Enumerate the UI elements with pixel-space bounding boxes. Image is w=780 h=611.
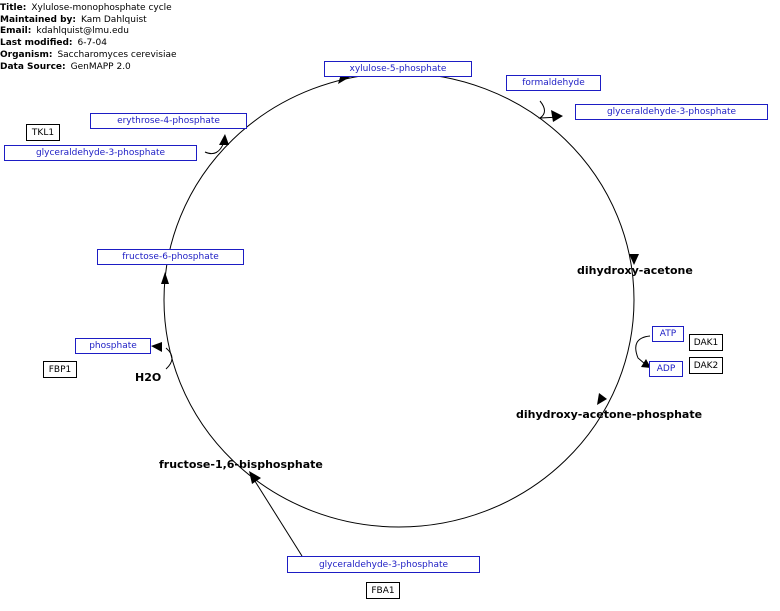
arrow-phosphate (151, 342, 162, 352)
gene-tkl1[interactable]: TKL1 (26, 124, 60, 141)
info-modified: Last modified:6-7-04 (0, 38, 107, 49)
metabolite-atp[interactable]: ATP (652, 326, 684, 342)
arrow-dhap (597, 393, 607, 405)
atp-branch (635, 335, 651, 365)
label-dihydroxy-acetone: dihydroxy-acetone (577, 264, 693, 277)
arrow-dha (629, 254, 639, 265)
metabolite-erythrose-4-phosphate[interactable]: erythrose-4-phosphate (90, 113, 247, 129)
info-source: Data Source:GenMAPP 2.0 (0, 61, 131, 72)
gene-dak2[interactable]: DAK2 (689, 357, 723, 374)
info-organism: Organism:Saccharomyces cerevisiae (0, 49, 177, 60)
info-maintainer: Maintained by:Kam Dahlquist (0, 14, 147, 25)
metabolite-phosphate[interactable]: phosphate (75, 338, 151, 354)
info-email: Email:kdahlquist@lmu.edu (0, 26, 129, 37)
metabolite-formaldehyde[interactable]: formaldehyde (506, 75, 601, 91)
arrow-fbp (249, 471, 261, 484)
label-fructose-1-6-bisphosphate: fructose-1,6-bisphosphate (159, 458, 323, 471)
metabolite-fructose-6-phosphate[interactable]: fructose-6-phosphate (97, 249, 244, 265)
g3p-bottom-line (252, 477, 303, 557)
arrow-g3p-right (551, 110, 563, 122)
metabolite-glyceraldehyde-3-phosphate-bottom[interactable]: glyceraldehyde-3-phosphate (287, 556, 480, 573)
arrow-adp (641, 359, 651, 368)
gene-fba1[interactable]: FBA1 (366, 582, 400, 599)
arrow-e4p (219, 134, 229, 145)
metabolite-glyceraldehyde-3-phosphate-right[interactable]: glyceraldehyde-3-phosphate (575, 104, 768, 120)
metabolite-adp[interactable]: ADP (649, 361, 683, 377)
label-dihydroxy-acetone-phosphate: dihydroxy-acetone-phosphate (516, 408, 703, 421)
gene-dak1[interactable]: DAK1 (689, 334, 723, 351)
label-h2o: H2O (135, 371, 162, 384)
metabolite-xylulose-5-phosphate[interactable]: xylulose-5-phosphate (324, 61, 472, 77)
arrow-f6p (161, 272, 169, 284)
diagram-info: Title:Xylulose-monophosphate cycle Maint… (0, 3, 177, 73)
formaldehyde-branch (538, 100, 561, 119)
metabolite-glyceraldehyde-3-phosphate-left[interactable]: glyceraldehyde-3-phosphate (4, 145, 197, 161)
gene-fbp1[interactable]: FBP1 (43, 361, 77, 378)
info-title: Title:Xylulose-monophosphate cycle (0, 3, 172, 13)
phosphate-branch (165, 347, 173, 370)
